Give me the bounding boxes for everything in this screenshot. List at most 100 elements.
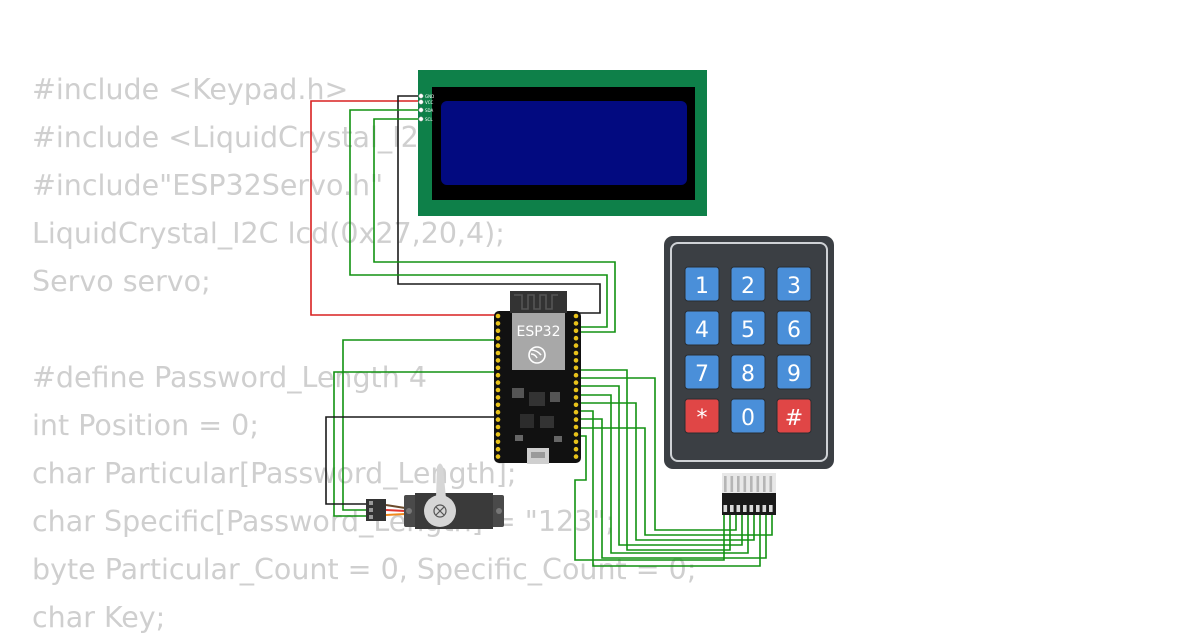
esp32-shield [512, 313, 565, 370]
esp32-pin-right[interactable] [573, 358, 579, 363]
lcd-pin-label: SCL [425, 117, 433, 122]
esp32-pin-right[interactable] [573, 417, 579, 422]
wire-lcd-vcc[interactable] [310, 100, 500, 316]
esp32-pin-left[interactable] [495, 446, 501, 452]
wire-servo-vcc[interactable] [333, 371, 500, 517]
lcd-pin[interactable] [418, 107, 424, 113]
wire-keypad-2[interactable] [578, 377, 737, 531]
key-6[interactable]: 6 [776, 310, 812, 346]
wire-keypad-7[interactable] [578, 418, 767, 559]
esp32-pin-right[interactable] [573, 343, 579, 348]
esp32-pin-right[interactable] [573, 380, 579, 385]
wire-lcd-gnd[interactable] [397, 95, 601, 314]
keypad-ribbon [722, 473, 776, 515]
keypad-pin-end [730, 505, 734, 512]
esp32-pin-left[interactable] [495, 417, 501, 422]
esp32-pin-left[interactable] [495, 439, 501, 445]
esp32-board[interactable]: ESP32 [494, 291, 581, 464]
wire-keypad-8[interactable] [578, 427, 773, 536]
keypad-pin[interactable] [750, 476, 753, 492]
esp32-pin-left[interactable] [495, 409, 501, 415]
keypad-pin[interactable] [724, 476, 727, 492]
key-9[interactable]: 9 [776, 354, 812, 390]
key-label: 0 [741, 406, 755, 431]
code-line: Servo servo; [32, 265, 211, 298]
esp32-pin-left[interactable] [495, 343, 501, 348]
wire-lcd-scl[interactable] [373, 118, 616, 333]
wires [310, 95, 773, 567]
keypad-pin[interactable] [763, 476, 766, 492]
code-line: int Position = 0; [32, 409, 259, 442]
key-7[interactable]: 7 [684, 354, 720, 390]
esp32-pin-right[interactable] [573, 313, 579, 319]
esp32-pin-right[interactable] [573, 321, 579, 326]
lcd-display[interactable]: GND VCC SDA SCL [418, 70, 707, 216]
esp32-pin-right[interactable] [573, 402, 579, 408]
esp32-pin-right[interactable] [573, 328, 579, 334]
key-8[interactable]: 8 [730, 354, 766, 390]
esp32-pin-right[interactable] [573, 454, 579, 459]
esp32-pin-left[interactable] [495, 358, 501, 363]
keypad-pin-end [723, 505, 728, 512]
key-label: 6 [787, 318, 801, 343]
lcd-pin[interactable] [418, 116, 424, 122]
esp32-pin-right[interactable] [573, 424, 579, 430]
code-line: char Particular[Password_Length]; [32, 457, 517, 490]
esp32-pin-left[interactable] [495, 454, 501, 459]
keypad-pin[interactable] [743, 476, 747, 492]
esp32-pin-right[interactable] [573, 350, 579, 356]
esp32-pin-left[interactable] [495, 432, 501, 437]
esp32-pin-right[interactable] [573, 446, 579, 452]
esp32-pin-right[interactable] [573, 409, 579, 415]
key-label: # [785, 406, 803, 431]
wire-lcd-sda[interactable] [349, 109, 608, 328]
key-star[interactable]: * [684, 398, 720, 434]
lcd-pin[interactable] [418, 99, 424, 105]
wire-servo-gnd[interactable] [325, 416, 500, 505]
key-2[interactable]: 2 [730, 266, 766, 302]
esp32-pin-left[interactable] [495, 365, 501, 371]
wire-keypad-1[interactable] [578, 369, 731, 551]
esp32-pin-left[interactable] [495, 313, 501, 319]
esp32-pin-left[interactable] [495, 372, 501, 378]
esp32-pin-left[interactable] [495, 380, 501, 385]
code-line: #include <Keypad.h> [32, 73, 349, 106]
servo-motor[interactable] [366, 463, 504, 530]
keypad-pin[interactable] [769, 476, 773, 492]
esp32-pin-left[interactable] [495, 350, 501, 356]
esp32-pin-right[interactable] [573, 395, 579, 400]
code-line: char Key; [32, 601, 166, 634]
wire-servo-signal[interactable] [342, 339, 500, 511]
esp32-pin-right[interactable] [573, 335, 579, 341]
key-hash[interactable]: # [776, 398, 812, 434]
key-label: 5 [741, 318, 755, 343]
key-4[interactable]: 4 [684, 310, 720, 346]
wire-keypad-3[interactable] [578, 385, 743, 546]
key-1[interactable]: 1 [684, 266, 720, 302]
key-0[interactable]: 0 [730, 398, 766, 434]
esp32-pin-left[interactable] [495, 395, 501, 400]
esp32-pin-left[interactable] [495, 402, 501, 408]
esp32-label: ESP32 [517, 324, 561, 340]
esp32-pin-right[interactable] [573, 432, 579, 437]
esp32-pin-right[interactable] [573, 387, 579, 393]
lcd-pin[interactable] [418, 93, 424, 99]
keypad-pin[interactable] [756, 476, 760, 492]
wire-keypad-6[interactable] [578, 410, 761, 567]
key-5[interactable]: 5 [730, 310, 766, 346]
wire-keypad-5[interactable] [578, 402, 755, 541]
esp32-pin-left[interactable] [495, 335, 501, 341]
esp32-pin-right[interactable] [573, 439, 579, 445]
esp32-pin-left[interactable] [495, 328, 501, 334]
esp32-pin-left[interactable] [495, 424, 501, 430]
keypad-pin[interactable] [730, 476, 734, 492]
key-3[interactable]: 3 [776, 266, 812, 302]
esp32-pin-right[interactable] [573, 365, 579, 371]
esp32-pin-left[interactable] [495, 387, 501, 393]
wire-keypad-9[interactable] [574, 435, 725, 561]
esp32-pin-left[interactable] [495, 321, 501, 326]
keypad-pin[interactable] [737, 476, 740, 492]
esp32-pin-right[interactable] [573, 372, 579, 378]
